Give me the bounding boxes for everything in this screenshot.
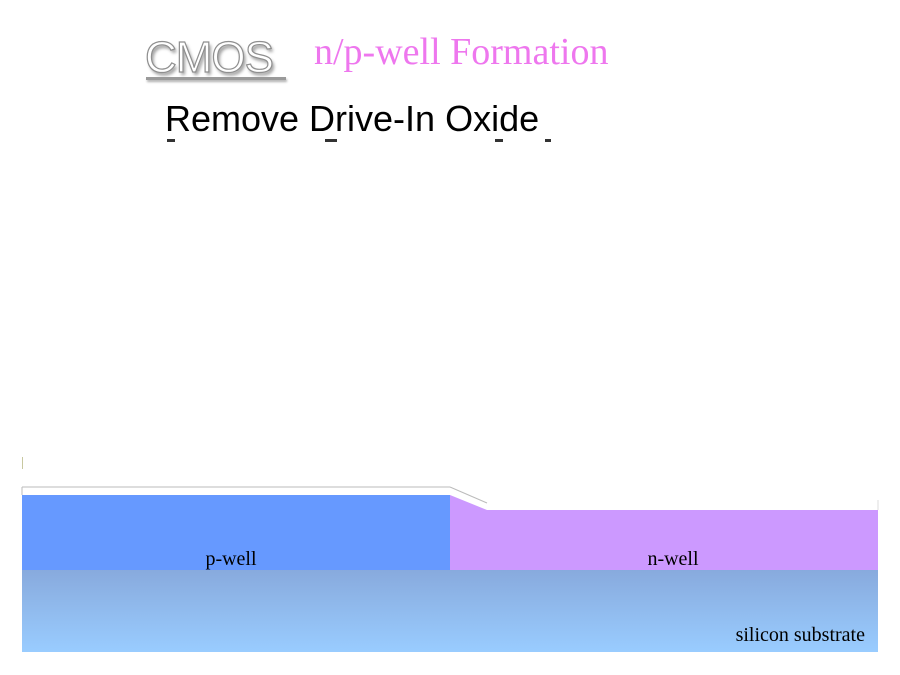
slide-title: n/p-well Formation: [314, 31, 609, 73]
substrate-label: silicon substrate: [736, 624, 866, 646]
n-well-label: n-well: [647, 548, 699, 570]
p-well-region: [22, 495, 450, 570]
slide-subtitle: Remove Drive-In Oxide: [165, 98, 540, 139]
p-well-label: p-well: [205, 548, 257, 570]
oxide-step-line: [449, 486, 488, 504]
cmos-logo-underline: [146, 77, 286, 80]
tick-mark: [22, 457, 23, 469]
substrate-layer: [22, 570, 878, 652]
subtitle-shadow-artifact: [165, 139, 565, 147]
cmos-logo: CMOS: [144, 33, 274, 82]
n-well-region: [450, 495, 878, 570]
